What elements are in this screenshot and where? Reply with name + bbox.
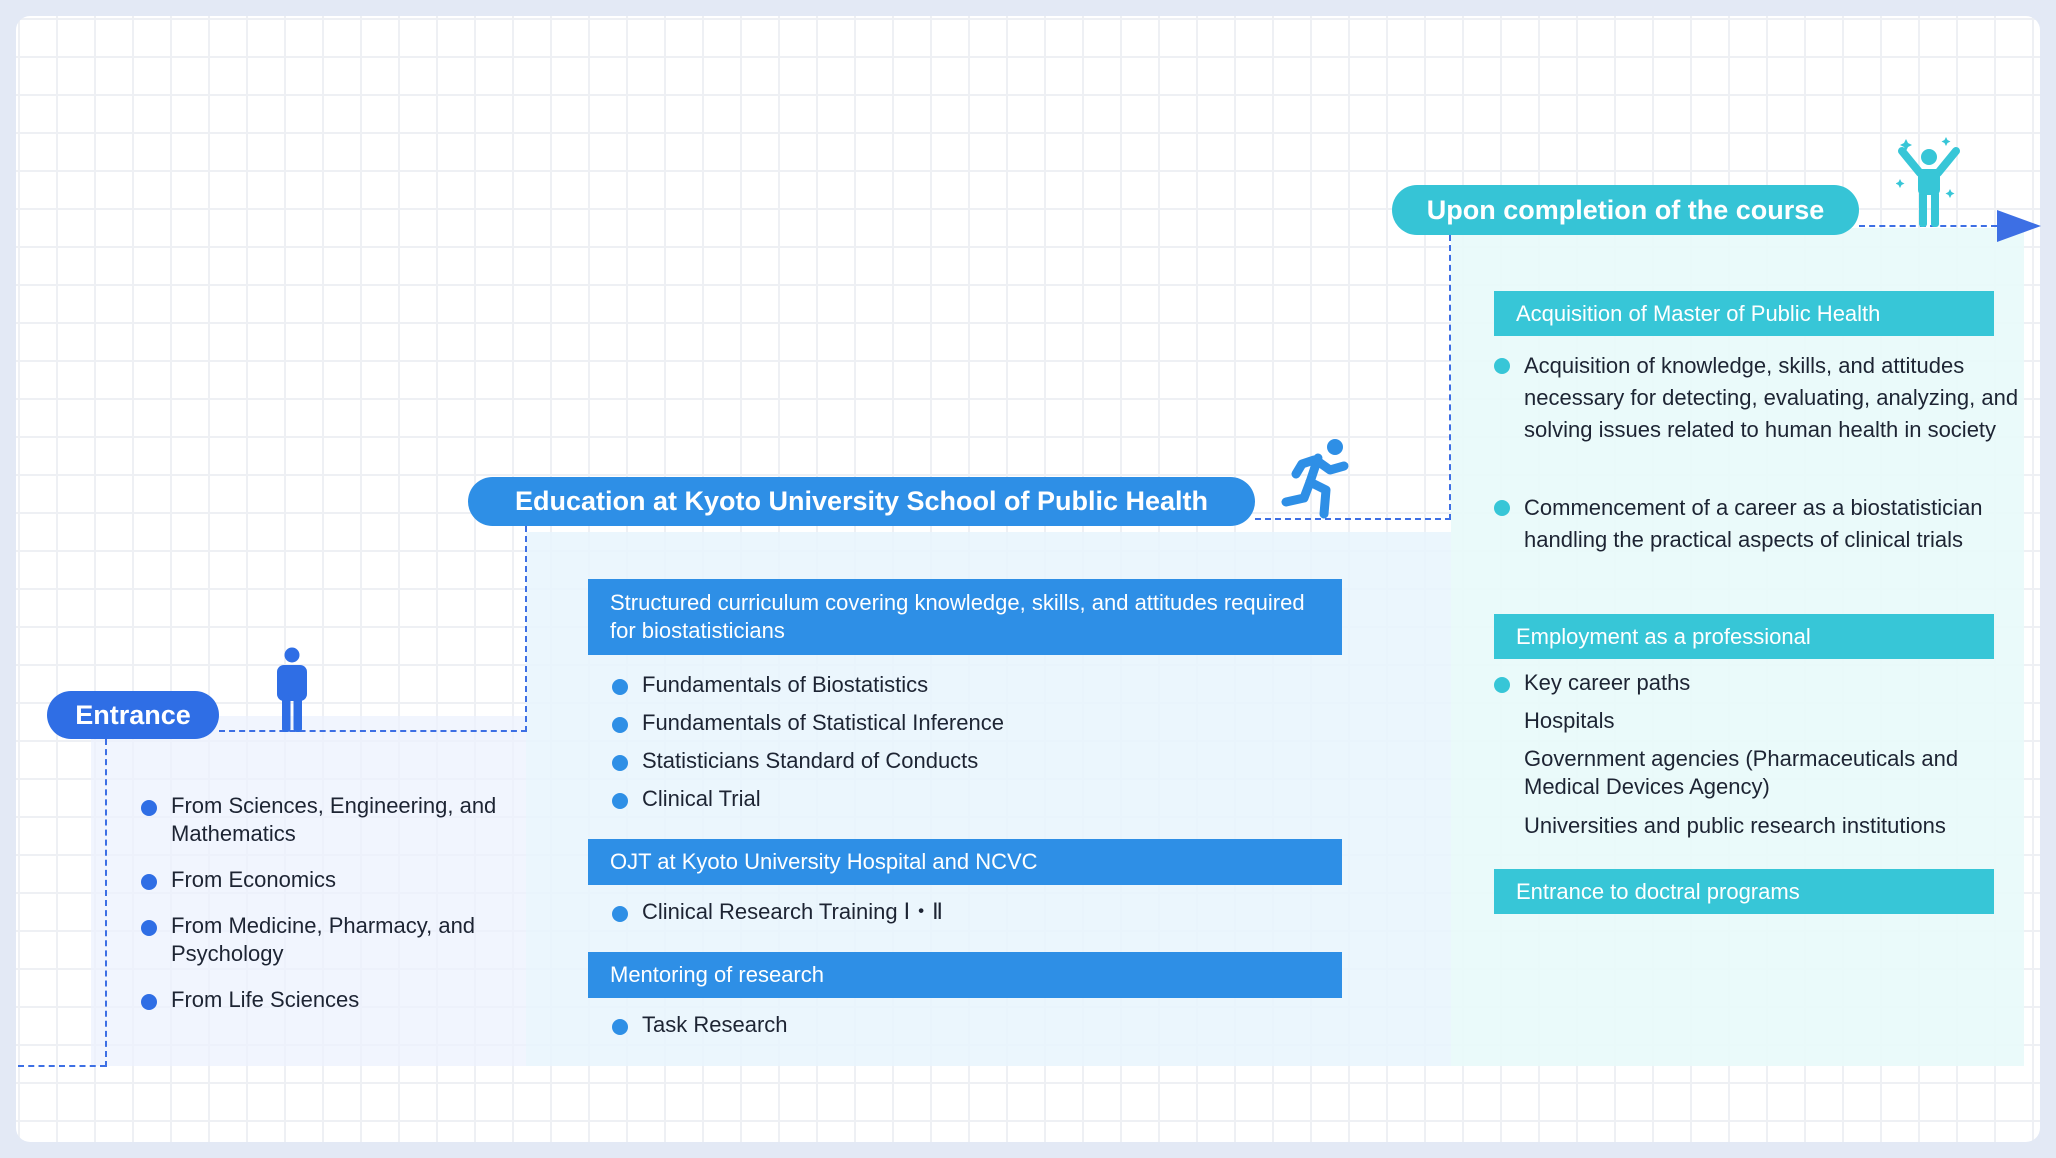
arrow-right-icon bbox=[1997, 210, 2041, 242]
path-step-1 bbox=[219, 730, 527, 732]
entrance-stage-background bbox=[91, 716, 526, 1066]
curriculum-header: Structured curriculum covering knowledge… bbox=[588, 579, 1342, 655]
entrance-item: From Medicine, Pharmacy, and Psychology bbox=[141, 912, 511, 968]
bullet-icon bbox=[1494, 358, 1510, 374]
bullet-icon bbox=[141, 874, 157, 890]
entrance-title: Entrance bbox=[47, 691, 219, 739]
celebrating-person-icon bbox=[1896, 137, 1960, 227]
bullet-icon bbox=[141, 920, 157, 936]
mph-item: Commencement of a career as a biostatist… bbox=[1494, 492, 2024, 556]
education-title: Education at Kyoto University School of … bbox=[468, 477, 1255, 526]
mentoring-item: Task Research bbox=[612, 1011, 1312, 1039]
career-path-item: Hospitals bbox=[1524, 708, 1615, 733]
bullet-icon bbox=[612, 793, 628, 809]
career-path-item: Government agencies (Pharmaceuticals and… bbox=[1524, 746, 1959, 799]
bullet-icon bbox=[612, 755, 628, 771]
bullet-icon bbox=[1494, 677, 1510, 693]
employment-header: Employment as a professional bbox=[1494, 614, 1994, 659]
bullet-icon bbox=[1494, 500, 1510, 516]
path-base-line bbox=[18, 1065, 106, 1067]
curriculum-item: Fundamentals of Biostatistics bbox=[612, 671, 1312, 699]
mph-item: Acquisition of knowledge, skills, and at… bbox=[1494, 350, 2024, 446]
bullet-icon bbox=[141, 994, 157, 1010]
doctoral-header: Entrance to doctral programs bbox=[1494, 869, 1994, 914]
mph-header: Acquisition of Master of Public Health bbox=[1494, 291, 1994, 336]
ojt-item: Clinical Research Training Ⅰ・Ⅱ bbox=[612, 898, 1312, 926]
entrance-item: From Economics bbox=[141, 866, 511, 894]
ojt-header: OJT at Kyoto University Hospital and NCV… bbox=[588, 839, 1342, 885]
completion-title: Upon completion of the course bbox=[1392, 185, 1859, 235]
path-riser-2 bbox=[525, 526, 527, 732]
path-top-line bbox=[1859, 225, 1997, 227]
path-riser-1 bbox=[105, 739, 107, 1067]
curriculum-item: Statisticians Standard of Conducts bbox=[612, 747, 1312, 775]
bullet-icon bbox=[612, 717, 628, 733]
employment-item: Key career paths bbox=[1494, 669, 2024, 697]
bullet-icon bbox=[612, 679, 628, 695]
standing-person-icon bbox=[277, 647, 307, 732]
path-step-2 bbox=[1255, 518, 1451, 520]
mentoring-header: Mentoring of research bbox=[588, 952, 1342, 998]
bullet-icon bbox=[141, 800, 157, 816]
entrance-item: From Life Sciences bbox=[141, 986, 511, 1014]
curriculum-item: Fundamentals of Statistical Inference bbox=[612, 709, 1312, 737]
curriculum-item: Clinical Trial bbox=[612, 785, 1312, 813]
entrance-item: From Sciences, Engineering, and Mathemat… bbox=[141, 792, 511, 848]
path-riser-3 bbox=[1449, 235, 1451, 520]
bullet-icon bbox=[612, 906, 628, 922]
bullet-icon bbox=[612, 1019, 628, 1035]
career-path-item: Universities and public research institu… bbox=[1524, 813, 1946, 838]
running-person-icon bbox=[1281, 439, 1349, 519]
